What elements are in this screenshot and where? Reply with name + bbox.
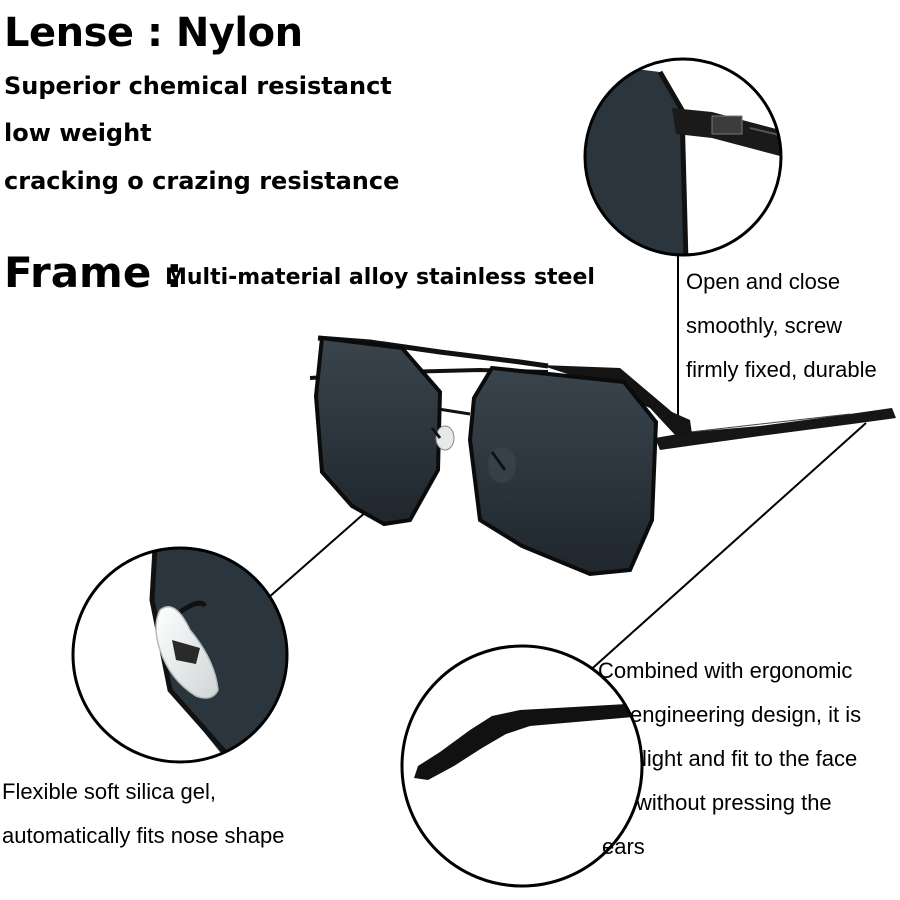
temple-tip-detail-circle [400, 644, 644, 888]
hinge-caption-line: Open and close [686, 269, 841, 294]
lens-feature-low-weight: low weight [4, 119, 152, 147]
hinge-caption: Open and close smoothly, screw firmly fi… [686, 260, 877, 392]
temple-caption: Combined with ergonomic engineering desi… [598, 649, 861, 869]
hinge-caption-line: smoothly, screw [686, 313, 843, 338]
temple-caption-line: light and fit to the face [642, 746, 858, 771]
temple-caption-line: without pressing the [636, 790, 832, 815]
hinge-caption-line: firmly fixed, durable [686, 357, 877, 382]
main-nose-pad-left [435, 425, 455, 451]
nose-pad-caption-line: Flexible soft silica gel, [2, 779, 216, 804]
temple-caption-line: engineering design, it is [630, 702, 862, 727]
frame-description: Multi-material alloy stainless steel [165, 265, 595, 290]
temple-caption-line: ears [602, 834, 645, 859]
temple-tip [414, 703, 642, 780]
hinge-detail-circle [583, 57, 783, 257]
frame-title: Frame : [4, 248, 183, 297]
sunglasses-main [309, 335, 896, 577]
lens-feature-chemical-resistance: Superior chemical resistanct [4, 72, 392, 100]
nose-pad-caption-line: automatically fits nose shape [2, 823, 285, 848]
left-lens [313, 335, 443, 527]
temple-caption-line: Combined with ergonomic [598, 658, 853, 683]
temple-arm [655, 408, 896, 450]
right-lens [467, 365, 659, 577]
nose-pad-detail-circle [71, 546, 289, 764]
temple-pointer-line [575, 422, 867, 684]
lens-title: Lense : Nylon [4, 10, 303, 56]
lens-feature-crazing-resistance: cracking o crazing resistance [4, 167, 400, 195]
nose-pad-caption: Flexible soft silica gel, automatically … [2, 770, 285, 858]
